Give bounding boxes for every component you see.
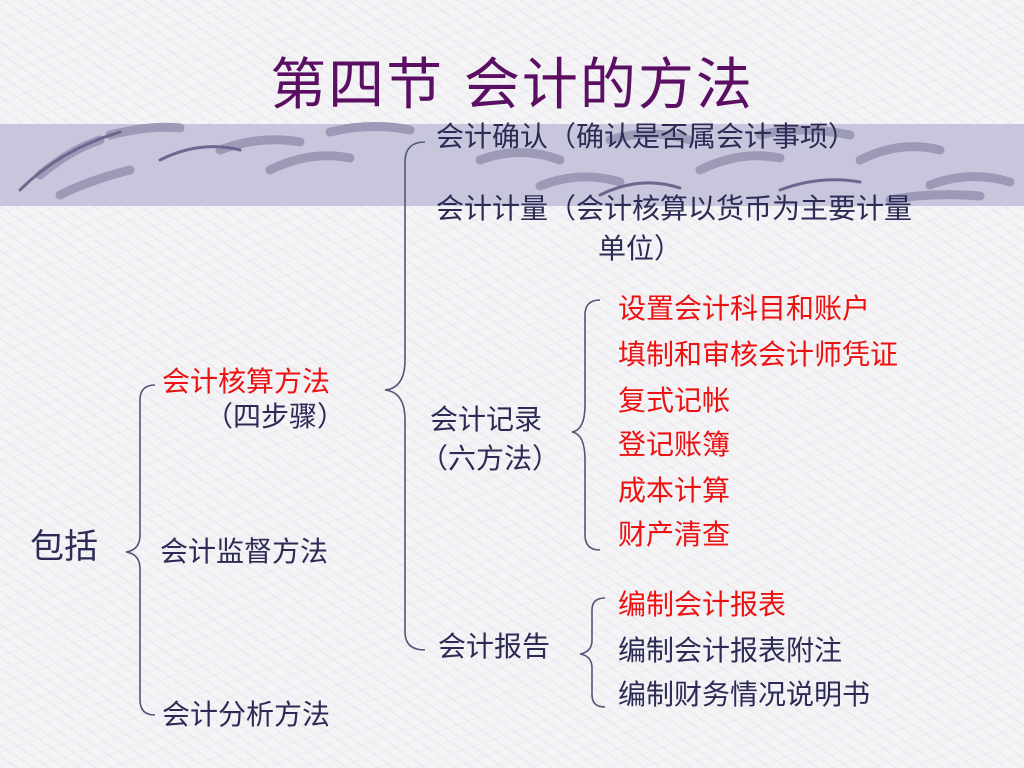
- report-item: 编制财务情况说明书: [618, 678, 871, 711]
- accounting-brace: [384, 141, 426, 651]
- report-item: 编制会计报表: [618, 588, 787, 621]
- root-label: 包括: [30, 527, 98, 567]
- six-method-item: 复式记帐: [618, 384, 731, 417]
- page-title: 第四节 会计的方法: [270, 53, 754, 118]
- method-supervision: 会计监督方法: [160, 535, 329, 568]
- root-brace: [125, 384, 156, 716]
- six-method-item: 成本计算: [618, 474, 731, 507]
- step-measurement-cont: 单位）: [598, 232, 683, 265]
- method-accounting-sub: （四步骤）: [205, 400, 346, 433]
- six-method-item: 财产清查: [618, 518, 731, 551]
- step-reporting: 会计报告: [438, 630, 551, 663]
- step-recognition: 会计确认（确认是否属会计事项）: [436, 120, 857, 153]
- step-measurement: 会计计量（会计核算以货币为主要计量: [436, 192, 913, 225]
- step-recording: 会计记录: [430, 403, 543, 436]
- decorative-band: [0, 121, 1024, 206]
- method-analysis: 会计分析方法: [162, 698, 331, 731]
- step-recording-sub: （六方法）: [420, 442, 561, 475]
- recording-brace: [571, 299, 601, 551]
- report-brace: [579, 597, 606, 708]
- six-method-item: 设置会计科目和账户: [618, 292, 871, 325]
- six-method-item: 登记账簿: [618, 428, 731, 461]
- method-accounting: 会计核算方法: [162, 365, 331, 398]
- report-item: 编制会计报表附注: [618, 634, 843, 667]
- six-method-item: 填制和审核会计师凭证: [618, 338, 899, 371]
